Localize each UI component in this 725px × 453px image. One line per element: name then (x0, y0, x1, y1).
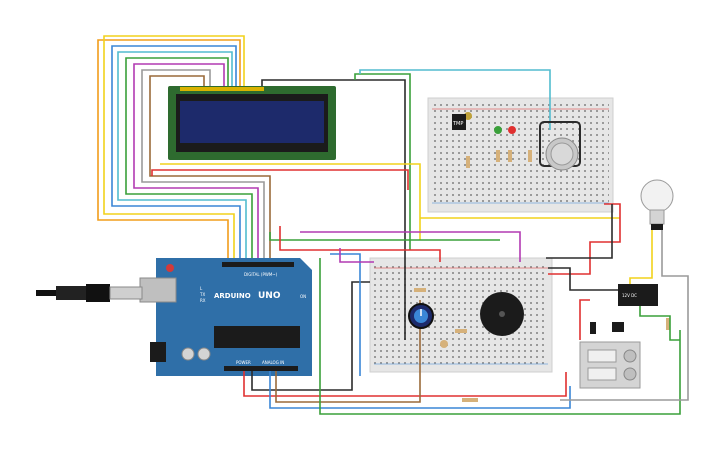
transistor (590, 322, 624, 334)
power-supply (579, 341, 641, 389)
tmp-label: TMP (452, 121, 463, 127)
breadboard-bottom (369, 257, 553, 373)
resistor-4 (466, 156, 470, 168)
l-label: L (200, 286, 203, 291)
resistors (414, 150, 670, 402)
rx-label: RX (200, 298, 206, 303)
power-analog-header (224, 366, 298, 371)
arduino-uno-board: ARDUINO UNO DIGITAL (PWM~) POWER ANALOG … (139, 258, 312, 376)
resistor-2 (455, 329, 467, 333)
resistor-1 (414, 288, 426, 292)
relay-wires (546, 203, 689, 401)
reset-button (166, 264, 174, 272)
on-label: ON (300, 294, 306, 299)
tx-label: TX (199, 292, 205, 297)
led-green (494, 126, 502, 134)
light-bulb (640, 179, 674, 230)
led-red (508, 126, 516, 134)
lcd-module (168, 86, 336, 160)
lcd-header-pins (180, 87, 264, 91)
diode (590, 322, 596, 334)
resistor-8 (666, 318, 670, 330)
resistor-3 (462, 398, 478, 402)
usb-cable (36, 284, 143, 302)
lower-wires (243, 248, 681, 415)
power-label: POWER (236, 360, 251, 365)
lcd-wires (97, 35, 271, 258)
atmega-chip (214, 326, 300, 348)
piezo-buzzer (480, 292, 524, 336)
resistor-6 (508, 150, 512, 162)
photoresistor (440, 340, 448, 348)
arduino-model: UNO (258, 291, 281, 301)
digital-label: DIGITAL (PWM~) (244, 272, 278, 277)
temperature-sensor: TMP (452, 114, 466, 130)
analog-label: ANALOG IN (262, 360, 284, 365)
resistor-5 (496, 150, 500, 162)
resistor-7 (528, 150, 532, 162)
relay-label: 12V DC (622, 293, 637, 298)
digital-header (222, 262, 294, 267)
relay: 12V DC (618, 284, 658, 306)
arduino-brand: ARDUINO (214, 292, 251, 300)
breadboard-wires (151, 69, 620, 340)
gas-sensor (539, 121, 581, 171)
breadboard-top (427, 97, 614, 213)
potentiometer (408, 303, 434, 329)
